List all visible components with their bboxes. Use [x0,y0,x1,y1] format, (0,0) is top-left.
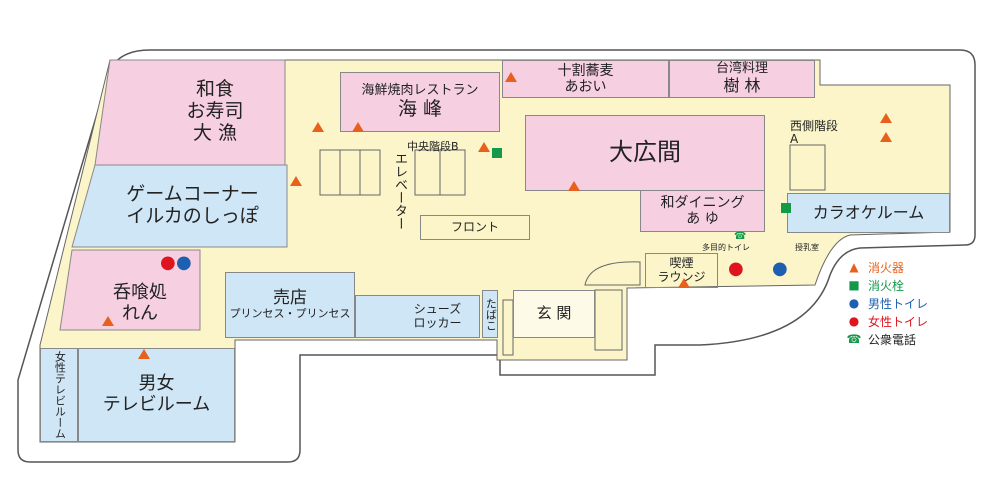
room-label: ラウンジ [657,269,706,284]
room-label: 西側階段 [790,119,839,133]
room-label: たばこ [484,297,498,331]
room-label: 和ダイニング [660,194,745,211]
room-tobacco[interactable]: たばこ [482,290,498,338]
room-label: 台湾料理 [715,61,768,77]
front-desk[interactable]: フロント [420,215,530,240]
room-shop[interactable]: 売店プリンセス・プリンセス [225,272,355,338]
legend-label: 消火器 [868,260,905,275]
room-kaiho[interactable]: 海鮮焼肉レストラン海 峰 [340,72,500,132]
fire-extinguisher-icon [290,176,302,186]
legend-item: ▲ 消火器 [846,258,928,276]
room-label: 和食 [195,78,234,101]
room-tv-women[interactable]: 女性テレビルーム [40,348,78,442]
room-label: ロッカー [413,315,462,330]
womens-toilet-icon: ● [160,252,176,273]
room-label: 大 漁 [192,121,238,144]
room-washoku-tairyo[interactable]: 和食お寿司大 漁 [150,62,280,162]
fire-extinguisher-icon [102,316,114,326]
map-legend: ▲ 消火器 ■ 消火栓 ● 男性トイレ ● 女性トイレ ☎ 公衆電話 [846,258,929,348]
fire-extinguisher-icon [478,142,490,152]
room-label: れん [122,303,158,324]
room-game-corner[interactable]: ゲームコーナーイルカのしっぽ [100,170,285,242]
legend-label: 女性トイレ [868,314,929,329]
fire-extinguisher-icon [352,122,364,132]
center-stairs-label: 中央階段B [407,140,459,153]
room-label: テレビルーム [102,394,211,415]
room-label: シューズ [413,301,462,316]
fire-extinguisher-icon [568,181,580,191]
room-tv-mixed[interactable]: 男女テレビルーム [78,348,235,442]
fire-extinguisher-icon [312,122,324,132]
legend-item: ● 女性トイレ [846,312,928,330]
multi-purpose-toilet-label: 多目的トイレ [702,243,750,252]
room-label: 玄 関 [536,304,572,323]
room-label: あ ゆ [686,211,719,227]
fire-extinguisher-icon [678,278,690,288]
womens-toilet-icon: ● [848,314,860,328]
legend-item: ■ 消火栓 [846,276,928,294]
room-label: あおい [564,79,607,95]
entrance[interactable]: 玄 関 [513,290,595,338]
room-label: 海 峰 [397,97,443,120]
womens-toilet-icon: ● [728,258,744,279]
mens-toilet-icon: ● [176,252,192,273]
public-phone-icon: ☎ [734,231,747,242]
room-label: 大広間 [609,138,681,167]
fire-extinguisher-icon [505,72,517,82]
room-shoe-locker[interactable]: シューズロッカー [355,295,480,338]
legend-item: ☎ 公衆電話 [846,330,928,348]
fire-hydrant-icon [781,203,791,213]
legend-item: ● 男性トイレ [846,294,928,312]
room-label: 海鮮焼肉レストラン [361,82,479,98]
mens-toilet-icon: ● [772,258,788,279]
fire-extinguisher-icon [138,349,150,359]
room-label: プリンセス・プリンセス [229,307,351,321]
fire-extinguisher-icon [880,132,892,142]
room-label: 十割蕎麦 [557,62,614,79]
room-label: A [790,132,799,147]
room-label: 喫煙 [669,255,694,270]
room-soba-aoi[interactable]: 十割蕎麦あおい [502,60,669,98]
fire-hydrant-icon: ■ [848,278,860,292]
room-ohiroma[interactable]: 大広間 [525,115,765,191]
public-phone-icon: ☎ [846,332,862,346]
room-label: フロント [450,219,499,234]
fire-hydrant-icon [492,148,502,158]
nursing-room-label: 授乳室 [795,243,819,252]
elevator-label[interactable]: エレベーター [392,152,407,230]
room-taiwan-jurin[interactable]: 台湾料理樹 林 [669,60,815,98]
room-label: 呑喰処 [113,282,167,304]
room-label: 樹 林 [723,76,761,96]
legend-label: 消火栓 [868,278,905,293]
fire-extinguisher-icon [880,113,892,123]
room-label: 女性テレビルーム [53,351,67,439]
room-label: イルカのしっぽ [126,205,259,227]
legend-label: 男性トイレ [868,296,929,311]
room-label: カラオケルーム [812,202,925,222]
room-label: 男女 [138,373,175,395]
room-ayu[interactable]: 和ダイニングあ ゆ [640,190,765,232]
fire-extinguisher-icon: ▲ [849,260,859,274]
room-label: ゲームコーナー [126,183,259,206]
room-label: 売店 [273,287,307,308]
room-ren[interactable]: 呑喰処れん [85,280,195,328]
room-label: お寿司 [186,100,244,123]
mens-toilet-icon: ● [848,296,860,310]
legend-label: 公衆電話 [868,332,917,347]
room-karaoke[interactable]: カラオケルーム [787,193,950,233]
